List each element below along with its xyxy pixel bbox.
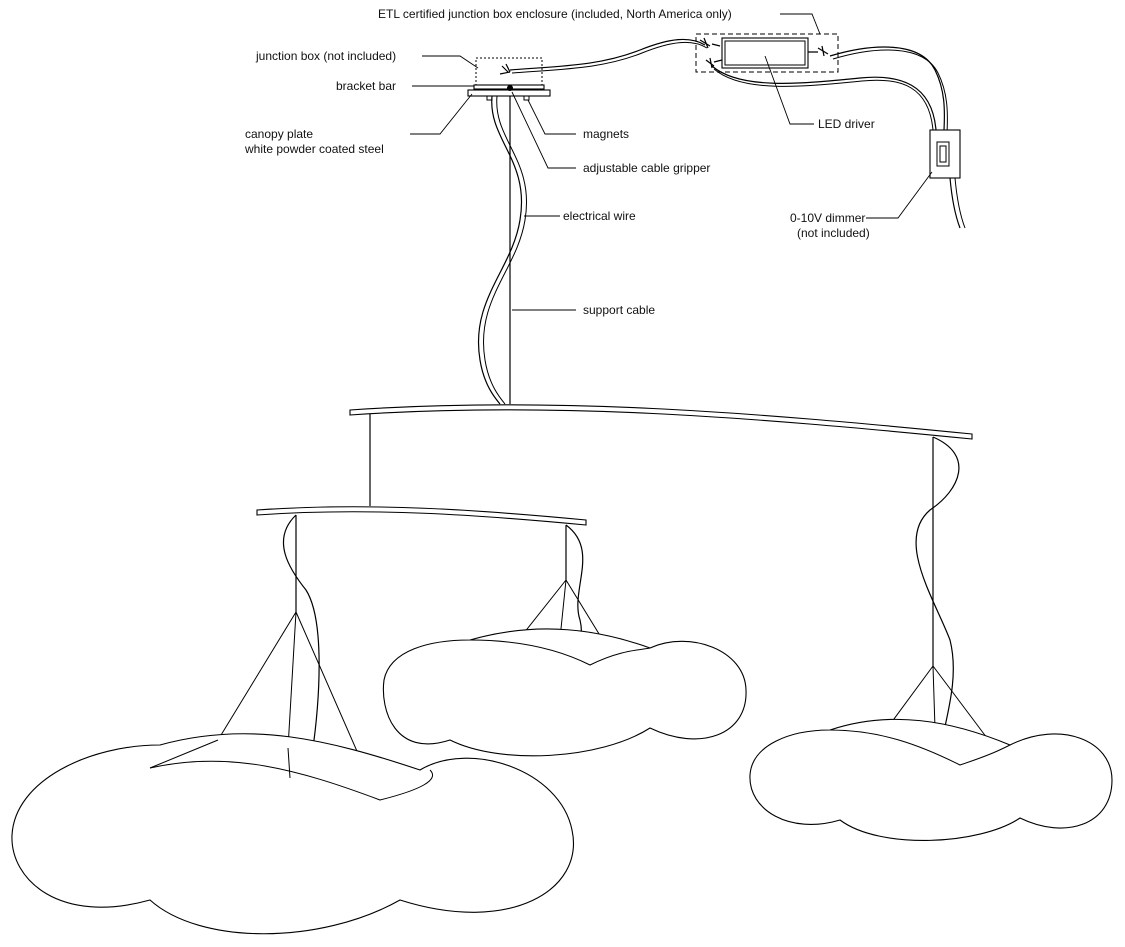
label-canopy-material: white powder coated steel <box>244 142 384 156</box>
label-etl-enclosure: ETL certified junction box enclosure (in… <box>378 7 732 21</box>
dimmer-switch-inner <box>939 145 947 163</box>
label-magnets: magnets <box>583 127 629 141</box>
label-canopy-plate: canopy plate <box>245 127 313 141</box>
wire-dimmer-out-a <box>949 177 961 229</box>
etl-enclosure-outline <box>695 33 839 73</box>
etl-enclosure <box>695 33 839 73</box>
wire-enclosure-to-dimmer-c <box>711 65 937 131</box>
wire-jbox-to-enclosure-2 <box>511 41 708 74</box>
cloud-middle-inner <box>469 639 651 666</box>
main-bar <box>349 404 973 440</box>
wire-nut-left-top <box>699 37 721 49</box>
leader-gripper <box>511 91 576 169</box>
label-cable-gripper: adjustable cable gripper <box>583 161 710 175</box>
dimmer-switch <box>936 141 950 167</box>
cloud-right-inner <box>829 729 1011 766</box>
cloud-left-inner <box>149 760 433 801</box>
dimmer-0-10v <box>929 129 961 179</box>
dimmer-body <box>929 129 961 179</box>
left-sub-bar <box>256 506 587 526</box>
cloud-right <box>749 718 1113 842</box>
cloud-middle <box>382 628 747 757</box>
wire-nut-left-bottom <box>705 57 723 69</box>
leader-magnets <box>527 99 576 135</box>
magnet-right <box>523 95 530 101</box>
label-support-cable: support cable <box>583 303 655 317</box>
wire-nut-right <box>808 45 829 57</box>
cloud-left-spread-top <box>149 739 291 779</box>
led-driver-inner <box>724 40 806 66</box>
ceiling-mount-assembly <box>467 57 551 101</box>
wire-nut-jbox <box>499 63 511 75</box>
leader-led-driver <box>764 55 814 125</box>
cloud-left-wire <box>283 514 320 756</box>
leader-dimmer <box>866 171 933 219</box>
label-dimmer-note: (not included) <box>797 226 870 240</box>
leader-junction-box <box>422 55 479 69</box>
cloud-left <box>11 733 574 935</box>
wire-enclosure-to-dimmer-b <box>832 49 948 134</box>
led-driver <box>721 37 809 69</box>
wire-enclosure-to-dimmer-d <box>713 68 934 131</box>
label-junction-box: junction box (not included) <box>255 49 396 63</box>
cloud-right-wire <box>915 436 960 761</box>
leader-canopy <box>410 93 473 135</box>
wire-dimmer-out-b <box>954 177 966 229</box>
electrical-wire-b <box>483 95 527 405</box>
label-led-driver: LED driver <box>818 117 875 131</box>
label-electrical-wire: electrical wire <box>563 209 636 223</box>
leader-etl <box>780 13 821 35</box>
wire-jbox-to-enclosure <box>509 38 706 71</box>
canopy-plate <box>467 89 551 97</box>
leader-lines <box>410 13 933 311</box>
label-dimmer: 0-10V dimmer <box>790 211 865 225</box>
junction-box-outline <box>475 57 543 91</box>
cable-gripper <box>507 85 513 91</box>
label-bracket-bar: bracket bar <box>336 79 396 93</box>
electrical-wire-a <box>477 95 523 405</box>
